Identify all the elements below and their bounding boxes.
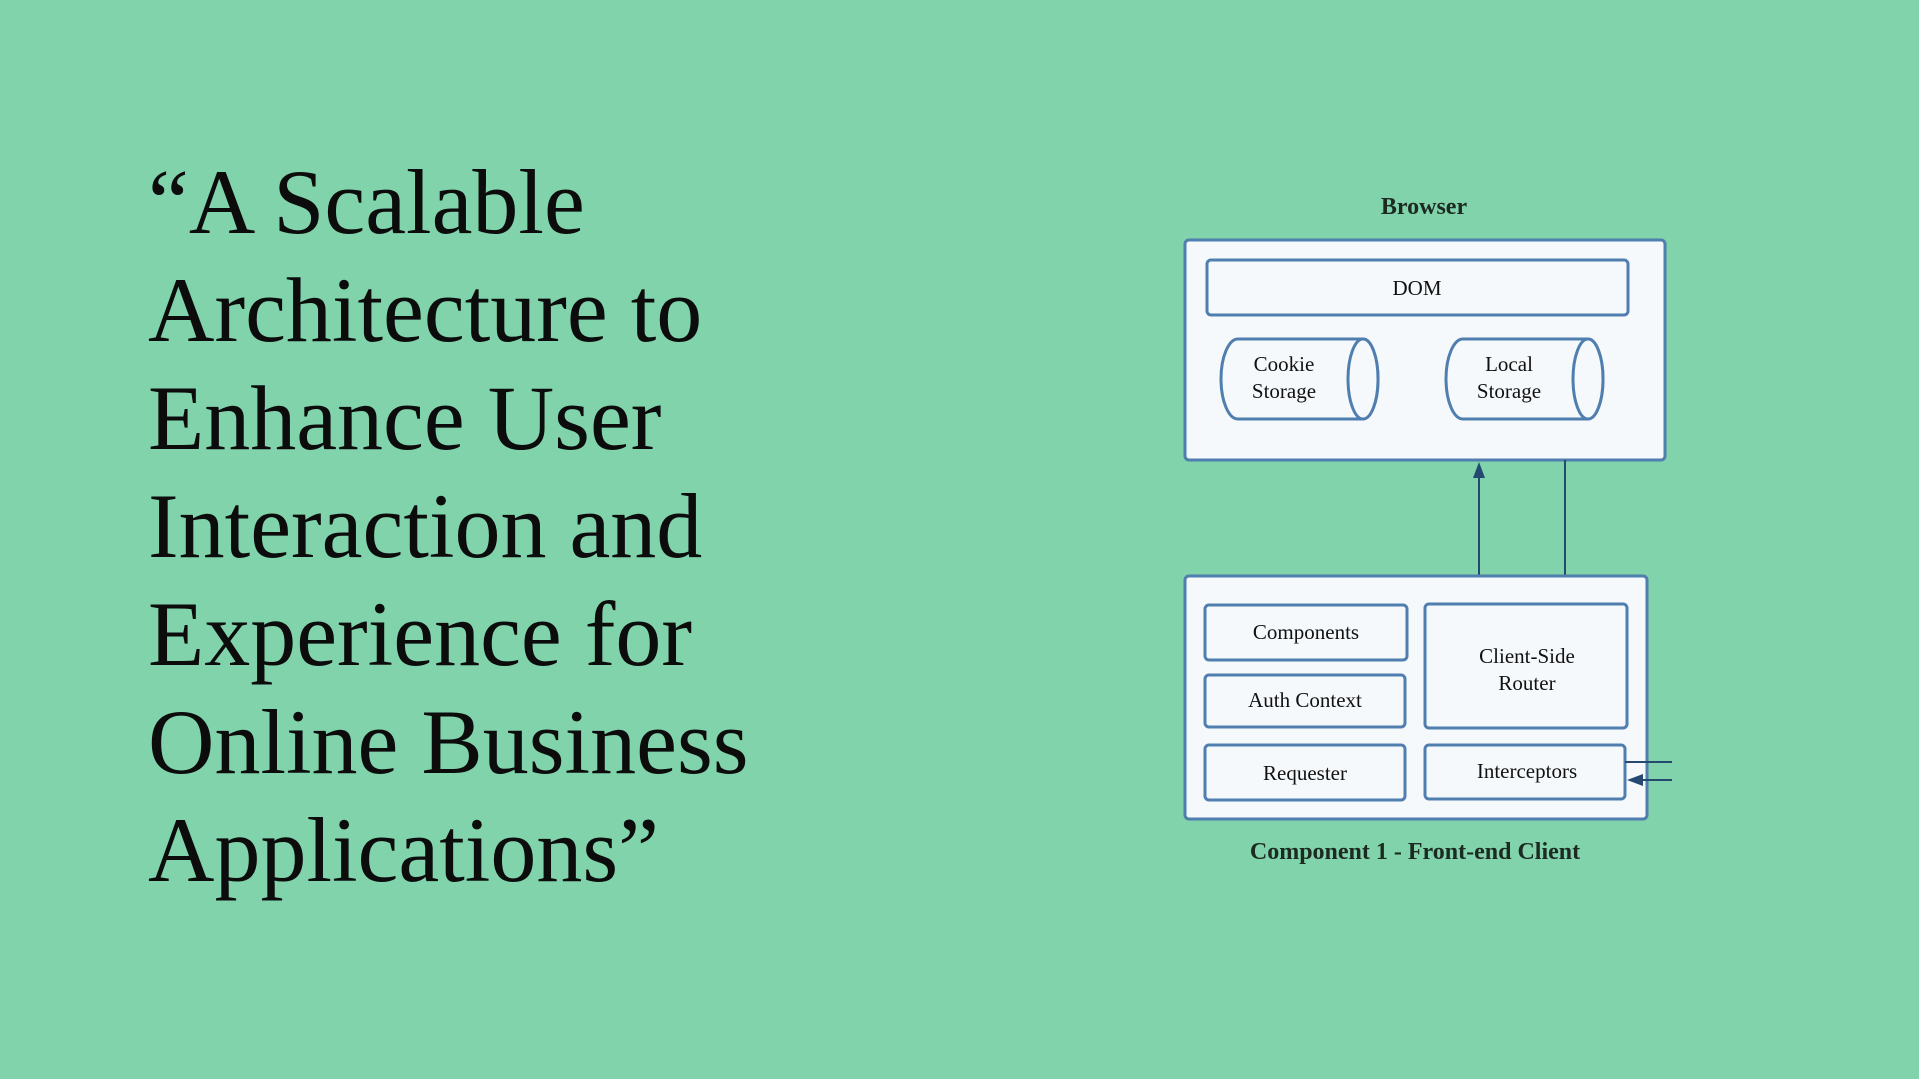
auth-context-box [1203, 673, 1407, 729]
dom-label: DOM [1392, 276, 1441, 300]
requester-box [1203, 743, 1407, 802]
router-label-2: Router [1498, 671, 1555, 695]
router-box [1423, 602, 1629, 730]
title-line: Online Business [148, 691, 749, 793]
title-line: “A Scalable [148, 151, 585, 253]
interceptors-label: Interceptors [1477, 759, 1577, 783]
cookie-storage-node: Cookie Storage [1219, 337, 1380, 421]
cookie-storage-label-1: Cookie [1254, 352, 1315, 376]
cookie-storage-cap [1346, 337, 1380, 421]
local-storage-cap [1571, 337, 1605, 421]
components-box [1203, 603, 1409, 662]
dom-box [1205, 258, 1630, 317]
requester-node: Requester [1203, 743, 1407, 802]
interceptors-node: Interceptors [1423, 743, 1627, 801]
local-storage-label-2: Storage [1477, 379, 1541, 403]
title-line: Experience for [148, 583, 693, 685]
slide-title: “A Scalable Architecture to Enhance User… [148, 148, 868, 904]
router-label-1: Client-Side [1479, 644, 1575, 668]
arrow-head-up [1473, 462, 1485, 478]
interceptors-incoming-arrow [1627, 774, 1672, 786]
arrow-head-left [1627, 774, 1643, 786]
interceptors-box [1423, 743, 1627, 801]
local-storage-node: Local Storage [1444, 337, 1605, 421]
router-node: Client-Side Router [1423, 602, 1629, 730]
title-line: Interaction and [148, 475, 703, 577]
components-node: Components [1203, 603, 1409, 662]
title-line: Architecture to [148, 259, 703, 361]
auth-context-label: Auth Context [1248, 688, 1362, 712]
local-storage-label-1: Local [1485, 352, 1533, 376]
cookie-storage-label-2: Storage [1252, 379, 1316, 403]
title-line: Enhance User [148, 367, 662, 469]
dom-node: DOM [1205, 258, 1630, 317]
client-caption: Component 1 - Front-end Client [1250, 839, 1580, 865]
browser-caption: Browser [1381, 194, 1468, 220]
title-line: Applications” [148, 799, 659, 901]
components-label: Components [1253, 620, 1359, 644]
auth-context-node: Auth Context [1203, 673, 1407, 729]
requester-label: Requester [1263, 761, 1347, 785]
